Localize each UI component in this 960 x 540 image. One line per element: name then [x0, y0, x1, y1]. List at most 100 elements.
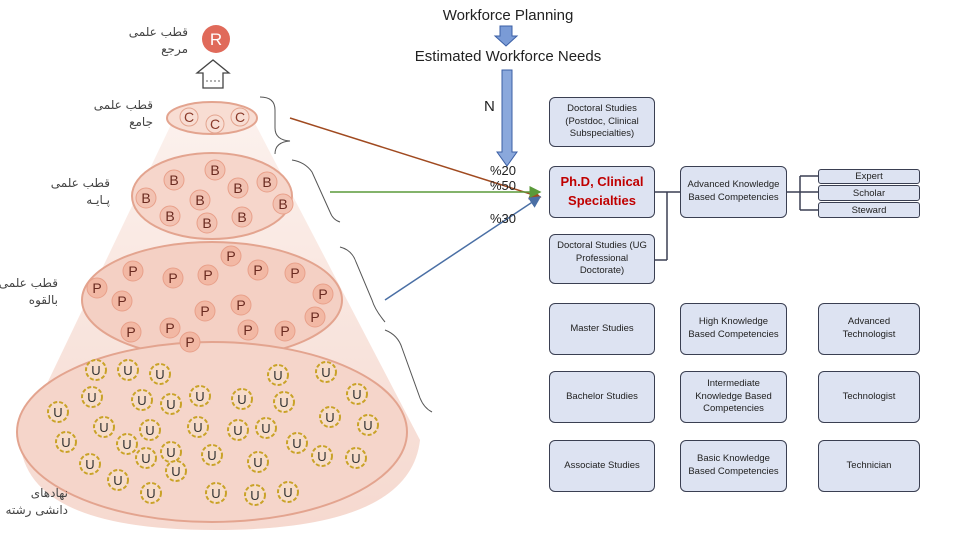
n-label: N	[484, 98, 495, 115]
u-marker: U	[189, 385, 211, 407]
u-marker: U	[85, 359, 107, 381]
b-marker: B	[141, 190, 150, 206]
u-marker: U	[315, 361, 337, 383]
u-marker: U	[117, 359, 139, 381]
brace-b	[291, 159, 341, 223]
p-marker: P	[185, 334, 194, 350]
connector-c-to-phd	[289, 117, 542, 200]
u-marker: U	[273, 391, 295, 413]
svg-text:U: U	[261, 421, 270, 436]
svg-text:U: U	[193, 420, 202, 435]
pct-top: %20	[490, 163, 517, 178]
svg-text:U: U	[207, 448, 216, 463]
u-marker: U	[346, 383, 368, 405]
box-advanced-knowledge: Advanced Knowledge Based Competencies	[680, 166, 787, 218]
up-arrow-icon	[195, 59, 231, 89]
tree-connectors	[655, 175, 818, 261]
u-marker: U	[81, 386, 103, 408]
p-marker: P	[92, 280, 101, 296]
c-marker: C	[184, 109, 194, 125]
svg-text:U: U	[122, 437, 131, 452]
u-marker: U	[187, 416, 209, 438]
b-marker: B	[210, 162, 219, 178]
page-subtitle: Estimated Workforce Needs	[414, 48, 602, 65]
b-marker: B	[169, 172, 178, 188]
u-marker: U	[79, 453, 101, 475]
p-marker: P	[168, 270, 177, 286]
down-arrow-icon	[493, 25, 519, 47]
p-marker: P	[226, 248, 235, 264]
r-badge	[202, 25, 230, 53]
u-marker: U	[149, 363, 171, 385]
svg-text:U: U	[233, 423, 242, 438]
box-steward: Steward	[818, 202, 920, 218]
b-marker: B	[237, 209, 246, 225]
svg-text:U: U	[317, 449, 326, 464]
svg-text:U: U	[195, 389, 204, 404]
svg-text:U: U	[137, 393, 146, 408]
u-marker: U	[205, 482, 227, 504]
u-marker: U	[201, 444, 223, 466]
svg-text:U: U	[250, 488, 259, 503]
brace-p	[339, 246, 386, 323]
b-marker: B	[262, 174, 271, 190]
p-marker: P	[243, 322, 252, 338]
svg-text:U: U	[325, 410, 334, 425]
box-advanced-technologist: Advanced Technologist	[818, 303, 920, 355]
svg-text:U: U	[141, 451, 150, 466]
p-marker: P	[200, 303, 209, 319]
p-marker: P	[236, 297, 245, 313]
box-doctoral-ug: Doctoral Studies (UG Professional Doctor…	[549, 234, 655, 284]
svg-text:U: U	[253, 455, 262, 470]
svg-text:U: U	[123, 363, 132, 378]
svg-text:U: U	[113, 473, 122, 488]
u-marker: U	[255, 417, 277, 439]
b-marker: B	[233, 180, 242, 196]
p-marker: P	[253, 262, 262, 278]
svg-text:U: U	[352, 387, 361, 402]
svg-text:U: U	[61, 435, 70, 450]
svg-text:U: U	[211, 486, 220, 501]
page-title: Workforce Planning	[442, 7, 574, 24]
u-marker: U	[357, 414, 379, 436]
svg-text:U: U	[321, 365, 330, 380]
u-marker: U	[345, 447, 367, 469]
box-intermediate-knowledge: Intermediate Knowledge Based Competencie…	[680, 371, 787, 423]
svg-text:U: U	[53, 405, 62, 420]
pct-mid: %50	[490, 178, 517, 193]
u-marker: U	[139, 419, 161, 441]
p-marker: P	[126, 324, 135, 340]
svg-text:U: U	[155, 367, 164, 382]
u-marker: U	[135, 447, 157, 469]
box-high-knowledge: High Knowledge Based Competencies	[680, 303, 787, 355]
p-marker: P	[280, 323, 289, 339]
connector-p-to-doctoral	[384, 196, 542, 301]
u-marker: U	[311, 445, 333, 467]
box-basic-knowledge: Basic Knowledge Based Competencies	[680, 440, 787, 492]
c-marker: C	[210, 116, 220, 132]
box-master: Master Studies	[549, 303, 655, 355]
u-marker: U	[93, 416, 115, 438]
p-marker: P	[117, 293, 126, 309]
u-marker: U	[165, 460, 187, 482]
u-marker: U	[227, 419, 249, 441]
svg-text:U: U	[292, 436, 301, 451]
svg-text:U: U	[87, 390, 96, 405]
u-marker: U	[131, 389, 153, 411]
b-marker: B	[278, 196, 287, 212]
svg-text:U: U	[171, 464, 180, 479]
u-marker: U	[160, 441, 182, 463]
p-marker: P	[310, 309, 319, 325]
r-badge-letter: R	[210, 30, 222, 49]
box-bachelor: Bachelor Studies	[549, 371, 655, 423]
b-markers: B B B B B B B B B B	[135, 159, 294, 234]
svg-text:U: U	[283, 485, 292, 500]
svg-text:U: U	[145, 423, 154, 438]
u-marker: U	[247, 451, 269, 473]
box-scholar: Scholar	[818, 185, 920, 201]
